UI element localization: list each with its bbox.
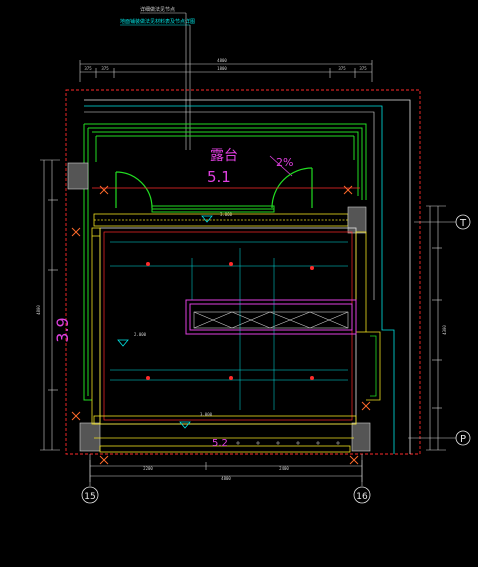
left-overall-dim: 4800 [36, 305, 41, 315]
light-fixtures [146, 262, 314, 380]
beam-bracing [193, 311, 349, 329]
axis-bubble-15 [81, 486, 99, 504]
crosshair-markers [71, 185, 371, 465]
interior-dim-lines [110, 241, 348, 410]
height-label: 3.9 [53, 317, 72, 342]
top-dimension-chain [79, 60, 373, 82]
mid-level-text: 2.000 [134, 332, 147, 337]
axis-label-15: 15 [84, 492, 95, 502]
light-dot-icon [229, 376, 233, 380]
axis-bubble-P [455, 430, 471, 446]
bottom-overall-dim: 4800 [221, 476, 231, 481]
site-boundary [65, 89, 421, 455]
outer-wall-inner [84, 111, 375, 300]
door-threshold [151, 205, 275, 213]
axis-bubble-16 [353, 486, 371, 504]
top-seg-4-dim: 375 [338, 66, 346, 71]
slope-arrow [269, 155, 293, 177]
left-dimension-chain [40, 159, 60, 451]
bottom-level-text: 3.000 [200, 412, 213, 417]
axis-label-T: T [459, 218, 467, 229]
axis-bubble-T [455, 214, 471, 230]
right-overall-dim: 4300 [442, 325, 447, 335]
level-marker-bottom [179, 421, 191, 429]
bottom-plus-pattern [236, 441, 340, 445]
slope-label: 2% [276, 156, 293, 169]
column-top-right [347, 206, 367, 234]
door-level-text: 3.000 [220, 212, 233, 217]
bottom-seg-1-dim: 2200 [143, 466, 153, 471]
top-note-1: 详细做法见节点 [140, 6, 175, 13]
top-seg-2-dim: 375 [101, 66, 109, 71]
terrace-number: 5.1 [207, 168, 231, 186]
right-dimension-chain [426, 205, 446, 451]
top-seg-3-dim: 1800 [217, 66, 227, 71]
door-left [115, 171, 153, 209]
column-bottom-right [351, 422, 371, 452]
bottom-seg-2-dim: 2400 [279, 466, 289, 471]
terrace-label: 露台 [210, 148, 238, 164]
light-dot-icon [146, 376, 150, 380]
outer-wall-white [84, 99, 411, 454]
top-overall-dim: 4800 [217, 58, 227, 63]
magenta-beam [185, 299, 357, 335]
column-top-left [67, 162, 89, 190]
level-marker-mid [117, 339, 129, 347]
top-seg-1-dim: 375 [84, 66, 92, 71]
light-dot-icon [146, 262, 150, 266]
axis-label-16: 16 [356, 492, 368, 502]
light-dot-icon [310, 376, 314, 380]
level-marker-top [201, 215, 213, 223]
top-note-2: 地面铺装做法见材料表及节点详图 [120, 18, 195, 25]
light-dot-icon [229, 262, 233, 266]
wall-band-bottom [93, 415, 357, 453]
parapet-walls [83, 123, 367, 401]
bottom-area-label: 5.2 [212, 438, 228, 449]
light-dot-icon [310, 266, 314, 270]
outer-wall-cyan [84, 105, 395, 454]
axis-label-P: P [460, 434, 466, 445]
top-seg-5-dim: 375 [359, 66, 367, 71]
column-bottom-left [79, 422, 101, 452]
